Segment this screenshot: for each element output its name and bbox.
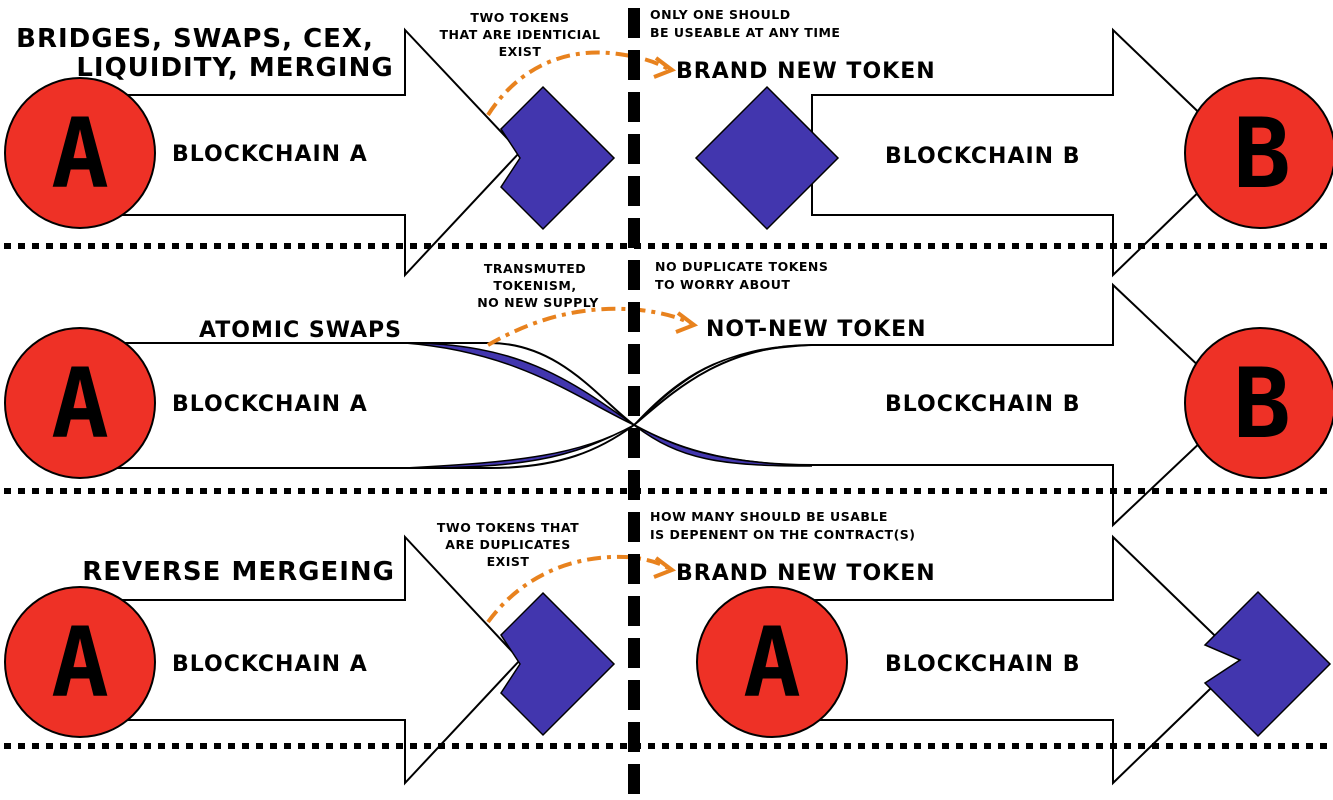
row1-note-right-line2: BE USEABLE AT ANY TIME xyxy=(650,25,840,40)
row3-note-right-line1: HOW MANY SHOULD BE USABLE xyxy=(650,509,888,524)
row1-left-chain-circle xyxy=(4,77,156,229)
row1-left-arrow xyxy=(79,27,522,278)
row3-token-left xyxy=(500,591,616,737)
row1-right-chain-label: BLOCKCHAIN B xyxy=(885,144,1081,169)
row2-left-circle-letter: A xyxy=(51,348,109,460)
row2-right-chain-label: BLOCKCHAIN B xyxy=(885,392,1081,417)
row1-new-token-label: BRAND NEW TOKEN xyxy=(676,59,936,84)
row3-transfer-arrow xyxy=(486,554,670,624)
row3-new-token-label: BRAND NEW TOKEN xyxy=(676,561,936,586)
row1-token-left xyxy=(500,85,616,231)
row2-heading: ATOMIC SWAPS xyxy=(199,318,402,343)
row1-transfer-arrowhead xyxy=(653,56,677,79)
row1-left-circle-letter: A xyxy=(51,98,109,210)
row1-note-left-line1: TWO TOKENS xyxy=(470,10,569,25)
row1-transfer-arrow xyxy=(486,50,670,117)
row1-note-right-line1: ONLY ONE SHOULD xyxy=(650,7,791,22)
row2-note-left-line3: NO NEW SUPPLY xyxy=(477,295,599,310)
row2-transfer-arrowhead xyxy=(675,311,699,334)
row1-right-arrow xyxy=(811,27,1242,278)
row2-note-right-line2: TO WORRY ABOUT xyxy=(655,277,790,292)
row2-note-left-line1: TRANSMUTED xyxy=(484,261,586,276)
row-2: A B ATOMIC SWAPS BLOCKCHAIN A BLOCKCHAIN… xyxy=(4,259,1333,528)
row3-transfer-arrowhead xyxy=(653,556,677,579)
row1-heading-line1: BRIDGES, SWAPS, CEX, xyxy=(16,24,374,54)
row1-heading-line2: LIQUIDITY, MERGING xyxy=(76,53,393,83)
row2-left-chain-label: BLOCKCHAIN A xyxy=(172,392,368,417)
row2-right-circle-letter: B xyxy=(1233,348,1291,460)
row3-left-chain-label: BLOCKCHAIN A xyxy=(172,652,368,677)
row3-left-arrow xyxy=(79,534,522,786)
row3-right-chain-circle xyxy=(696,586,848,738)
row2-swap-band-right-bottom xyxy=(633,424,813,467)
row3-note-left-line2: ARE DUPLICATES xyxy=(445,537,570,552)
row1-note-left-line2: THAT ARE IDENTICIAL xyxy=(440,27,601,42)
row2-swap-band-left xyxy=(404,342,635,426)
row2-swap-band-right xyxy=(633,344,813,426)
row3-left-circle-letter: A xyxy=(51,607,109,719)
row3-note-left-line3: EXIST xyxy=(487,554,530,569)
row-1: A B BRIDGES, SWAPS, CEX, LIQUIDITY, MERG… xyxy=(4,7,1333,278)
row1-note-left-line3: EXIST xyxy=(499,44,542,59)
row1-left-chain-label: BLOCKCHAIN A xyxy=(172,142,368,167)
row3-note-left-line1: TWO TOKENS THAT xyxy=(437,520,579,535)
row1-token-right xyxy=(694,85,840,231)
row3-right-chain-label: BLOCKCHAIN B xyxy=(885,652,1081,677)
row3-heading: REVERSE MERGEING xyxy=(82,557,395,587)
row2-right-chain-circle xyxy=(1184,327,1333,479)
row2-transfer-arrow xyxy=(487,306,691,347)
row3-right-arrow xyxy=(775,534,1242,786)
row2-note-left-line2: TOKENISM, xyxy=(493,278,576,293)
row1-right-circle-letter: B xyxy=(1233,98,1291,210)
row2-left-chain-circle xyxy=(4,327,156,479)
row1-right-chain-circle xyxy=(1184,77,1333,229)
row3-right-circle-letter: A xyxy=(743,607,801,719)
row2-new-token-label: NOT-NEW TOKEN xyxy=(706,317,927,342)
row3-left-chain-circle xyxy=(4,586,156,738)
row3-token-right xyxy=(1203,590,1332,738)
row3-note-right-line2: IS DEPENENT ON THE CONTRACT(S) xyxy=(650,527,916,542)
row2-note-right-line1: NO DUPLICATE TOKENS xyxy=(655,259,828,274)
row-3: A A REVERSE MERGEING BLOCKCHAIN A BLOCKC… xyxy=(4,509,1332,786)
